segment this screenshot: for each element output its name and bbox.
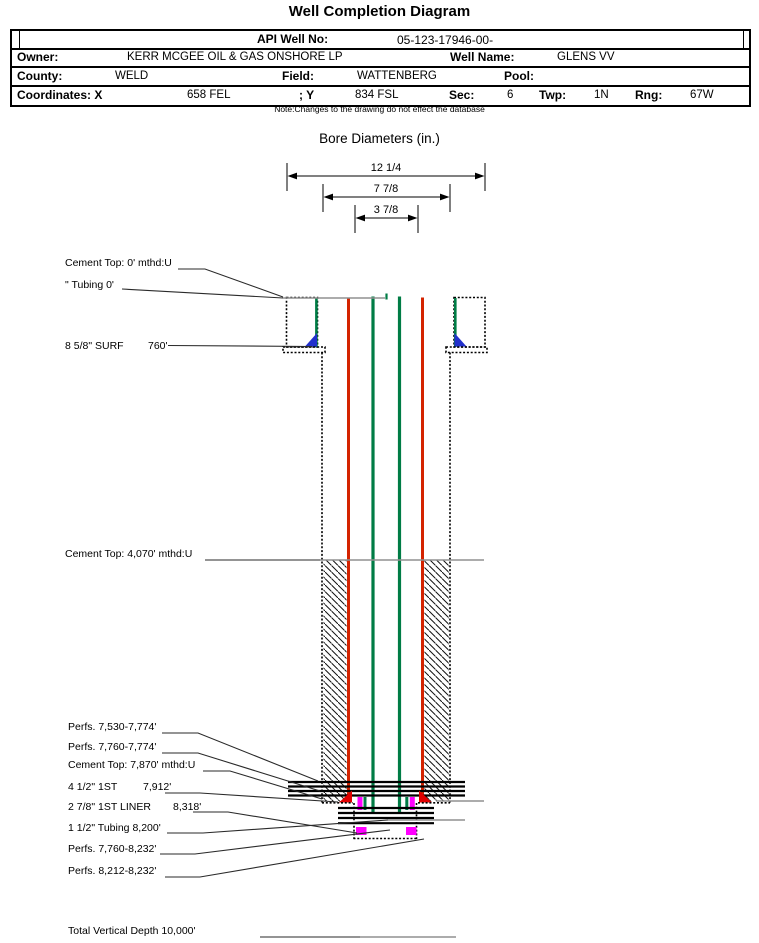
well-header-table: API Well No: 05-123-17946-00- Owner: KER…: [10, 29, 751, 107]
database-note: Note:Changes to the drawing do not effec…: [274, 104, 485, 114]
bore-dim-3-7-8: 3 7/8: [374, 204, 398, 216]
annotation-cement-top-4070: Cement Top: 4,070' mthd:U: [65, 548, 192, 560]
coordinates-y-label: ; Y: [299, 88, 315, 102]
bore-diameter-dimensions: 12 1/4 7 7/8 3 7/8: [286, 162, 486, 233]
surface-shoe-right-icon: [454, 333, 467, 347]
coordinates-label: Coordinates: X: [17, 88, 103, 102]
field-value: WATTENBERG: [357, 70, 437, 82]
annotation-liner-1st-depth: 8,318': [173, 801, 201, 813]
annotation-perfs-4: Perfs. 8,212-8,232': [68, 865, 156, 877]
well-name-label: Well Name:: [450, 50, 515, 64]
twp-value: 1N: [594, 89, 609, 101]
annotation-tubing-top: " Tubing 0': [65, 279, 114, 291]
packer-lower-right: [406, 827, 417, 835]
annotation-total-vertical-depth: Total Vertical Depth 10,000': [68, 925, 196, 937]
well-name-value: GLENS VV: [557, 51, 615, 63]
api-value: 05-123-17946-00-: [397, 33, 494, 47]
owner-label: Owner:: [17, 50, 59, 64]
packer-upper-left: [357, 797, 363, 810]
annotation-casing-1st: 4 1/2" 1ST: [68, 781, 118, 793]
bore-dim-7-7-8: 7 7/8: [374, 183, 398, 195]
field-label: Field:: [282, 69, 314, 83]
table-row-county: County: WELD Field: WATTENBERG Pool:: [12, 68, 749, 87]
arrowhead-right-icon: [475, 172, 485, 180]
twp-label: Twp:: [539, 88, 567, 102]
arrowhead-left-icon: [323, 193, 333, 201]
sec-value: 6: [507, 89, 514, 101]
table-row-coordinates: Coordinates: X 658 FEL ; Y 834 FSL Sec: …: [12, 87, 749, 105]
annotation-cement-top-7870: Cement Top: 7,870' mthd:U: [68, 759, 195, 771]
packer-lower-left: [356, 827, 367, 835]
perforations-upper: [288, 780, 465, 797]
borehole-walls: [321, 352, 451, 803]
liner-hanger-right: [405, 797, 409, 810]
annotation-liner-1st: 2 7/8" 1ST LINER: [68, 801, 151, 813]
annotation-perfs-2: Perfs. 7,760-7,774': [68, 741, 156, 753]
table-row-owner: Owner: KERR MCGEE OIL & GAS ONSHORE LP W…: [12, 50, 749, 68]
annotation-casing-1st-depth: 7,912': [143, 781, 171, 793]
flange-right: [445, 346, 488, 354]
annotation-tubing-depth: 1 1/2" Tubing 8,200': [68, 822, 161, 834]
bore-diameters-title: Bore Diameters (in.): [319, 131, 440, 146]
annotation-surface-casing: 8 5/8" SURF: [65, 340, 124, 352]
arrowhead-left-icon: [355, 214, 365, 222]
production-cement-annulus: [323, 559, 449, 802]
bore-dim-12-1-4: 12 1/4: [371, 162, 402, 174]
row1-right-border: [743, 31, 744, 48]
county-label: County:: [17, 69, 63, 83]
casing-shoe-right-icon: [419, 790, 432, 803]
page-title: Well Completion Diagram: [288, 3, 471, 20]
packer-upper-right: [409, 797, 415, 810]
sec-label: Sec:: [449, 88, 475, 102]
annotation-surface-depth: 760': [148, 340, 168, 352]
table-row-api: API Well No: 05-123-17946-00-: [12, 31, 749, 50]
arrowhead-right-icon: [440, 193, 450, 201]
arrowhead-right-icon: [408, 214, 418, 222]
annotation-perfs-1: Perfs. 7,530-7,774': [68, 721, 156, 733]
surface-shoe-left-icon: [305, 333, 317, 347]
surface-casing-assembly: [282, 293, 488, 354]
rng-value: 67W: [690, 89, 714, 101]
coordinates-y-value: 834 FSL: [355, 89, 399, 101]
depth-annotations: Cement Top: 0' mthd:U " Tubing 0' 8 5/8"…: [65, 257, 201, 937]
api-label: API Well No:: [257, 32, 329, 46]
rng-label: Rng:: [635, 88, 663, 102]
casing-shoe-7912: [322, 790, 450, 804]
pool-label: Pool:: [504, 69, 534, 83]
flange-left: [282, 346, 326, 354]
annotation-perfs-3: Perfs. 7,760-8,232': [68, 843, 156, 855]
county-value: WELD: [115, 70, 149, 82]
liner-hanger-left: [363, 797, 367, 810]
casing-shoe-left-icon: [339, 790, 352, 803]
liner-section: [338, 797, 434, 840]
casing-tubing-strings: [347, 296, 424, 812]
arrowhead-left-icon: [287, 172, 297, 180]
row1-left-border: [19, 31, 20, 48]
leader-lines: [121, 268, 484, 938]
annotation-cement-top-0: Cement Top: 0' mthd:U: [65, 257, 172, 269]
coordinates-x-value: 658 FEL: [187, 89, 231, 101]
owner-value: KERR MCGEE OIL & GAS ONSHORE LP: [127, 51, 343, 63]
